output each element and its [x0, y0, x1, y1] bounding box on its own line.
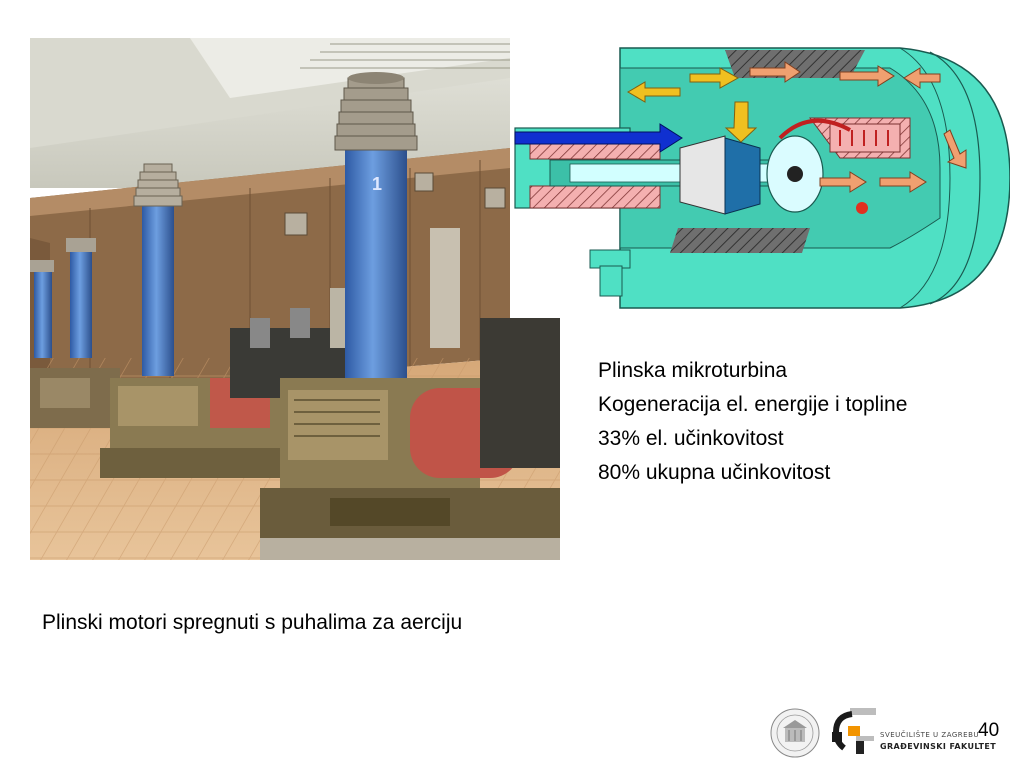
faculty-logo-icon: [832, 708, 876, 754]
footer-logos: SVEUČILIŠTE U ZAGREBU GRAĐEVINSKI FAKULT…: [770, 700, 1010, 760]
microturbine-spec-list: Plinska mikroturbina Kogeneracija el. en…: [598, 354, 907, 490]
faculty-name-block: SVEUČILIŠTE U ZAGREBU GRAĐEVINSKI FAKULT…: [880, 730, 996, 752]
spec-line-cogeneration: Kogeneracija el. energije i topline: [598, 393, 908, 416]
spec-line-electrical-efficiency: 33% el. učinkovitost: [598, 427, 784, 450]
column-number: 1: [372, 174, 382, 194]
engine-hall-illustration: 1: [30, 38, 560, 560]
page-number: 40: [978, 720, 1000, 741]
microturbine-illustration: [514, 47, 1011, 309]
faculty-name: GRAĐEVINSKI FAKULTET: [880, 742, 997, 751]
photo-caption: Plinski motori spregnuti s puhalima za a…: [42, 611, 463, 634]
spec-line-total-efficiency: 80% ukupna učinkovitost: [598, 461, 831, 484]
engine-hall-photo: 1: [30, 38, 560, 560]
university-seal-icon: [770, 708, 820, 758]
spec-line-title: Plinska mikroturbina: [598, 359, 788, 382]
university-name: SVEUČILIŠTE U ZAGREBU: [880, 731, 980, 739]
microturbine-cutaway-diagram: [510, 38, 1011, 313]
